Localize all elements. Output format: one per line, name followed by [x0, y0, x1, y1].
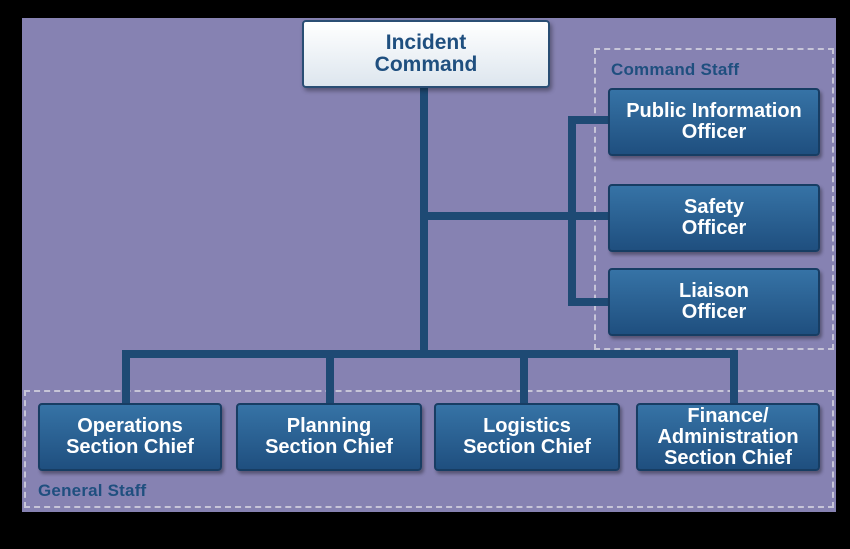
general-staff-label: General Staff [38, 481, 147, 500]
safety-officer-label: Safety Officer [681, 196, 747, 239]
trunk-line [420, 86, 428, 358]
logistics-section-chief-label: Logistics Section Chief [463, 415, 591, 458]
logistics-section-chief-box: Logistics Section Chief [434, 403, 620, 471]
liaison-officer-label: Liaison Officer [678, 280, 749, 323]
incident-command-label: Incident Command [374, 30, 478, 76]
liaison-connector-line [568, 298, 610, 306]
command-branch-line [420, 212, 610, 220]
planning-section-chief-box: Planning Section Chief [236, 403, 422, 471]
finance-administration-section-chief-label: Finance/ Administration Section Chief [657, 404, 799, 469]
safety-officer-box: Safety Officer [608, 184, 820, 252]
logistics-drop-line [520, 350, 528, 405]
incident-command-box: Incident Command [302, 20, 550, 88]
general-staff-group [24, 390, 834, 508]
command-staff-group [594, 48, 834, 350]
finance-administration-section-chief-box: Finance/ Administration Section Chief [636, 403, 820, 471]
liaison-officer-box: Liaison Officer [608, 268, 820, 336]
pio-connector-line [568, 116, 610, 124]
operations-section-chief-box: Operations Section Chief [38, 403, 222, 471]
planning-section-chief-label: Planning Section Chief [265, 415, 393, 458]
public-information-officer-label: Public Information Officer [626, 100, 802, 143]
operations-drop-line [122, 350, 130, 405]
operations-section-chief-label: Operations Section Chief [66, 415, 194, 458]
public-information-officer-box: Public Information Officer [608, 88, 820, 156]
general-staff-horizontal-line [122, 350, 738, 358]
planning-drop-line [326, 350, 334, 405]
finance-drop-line [730, 350, 738, 405]
command-staff-vertical-line [568, 116, 576, 306]
command-staff-label: Command Staff [611, 60, 740, 79]
